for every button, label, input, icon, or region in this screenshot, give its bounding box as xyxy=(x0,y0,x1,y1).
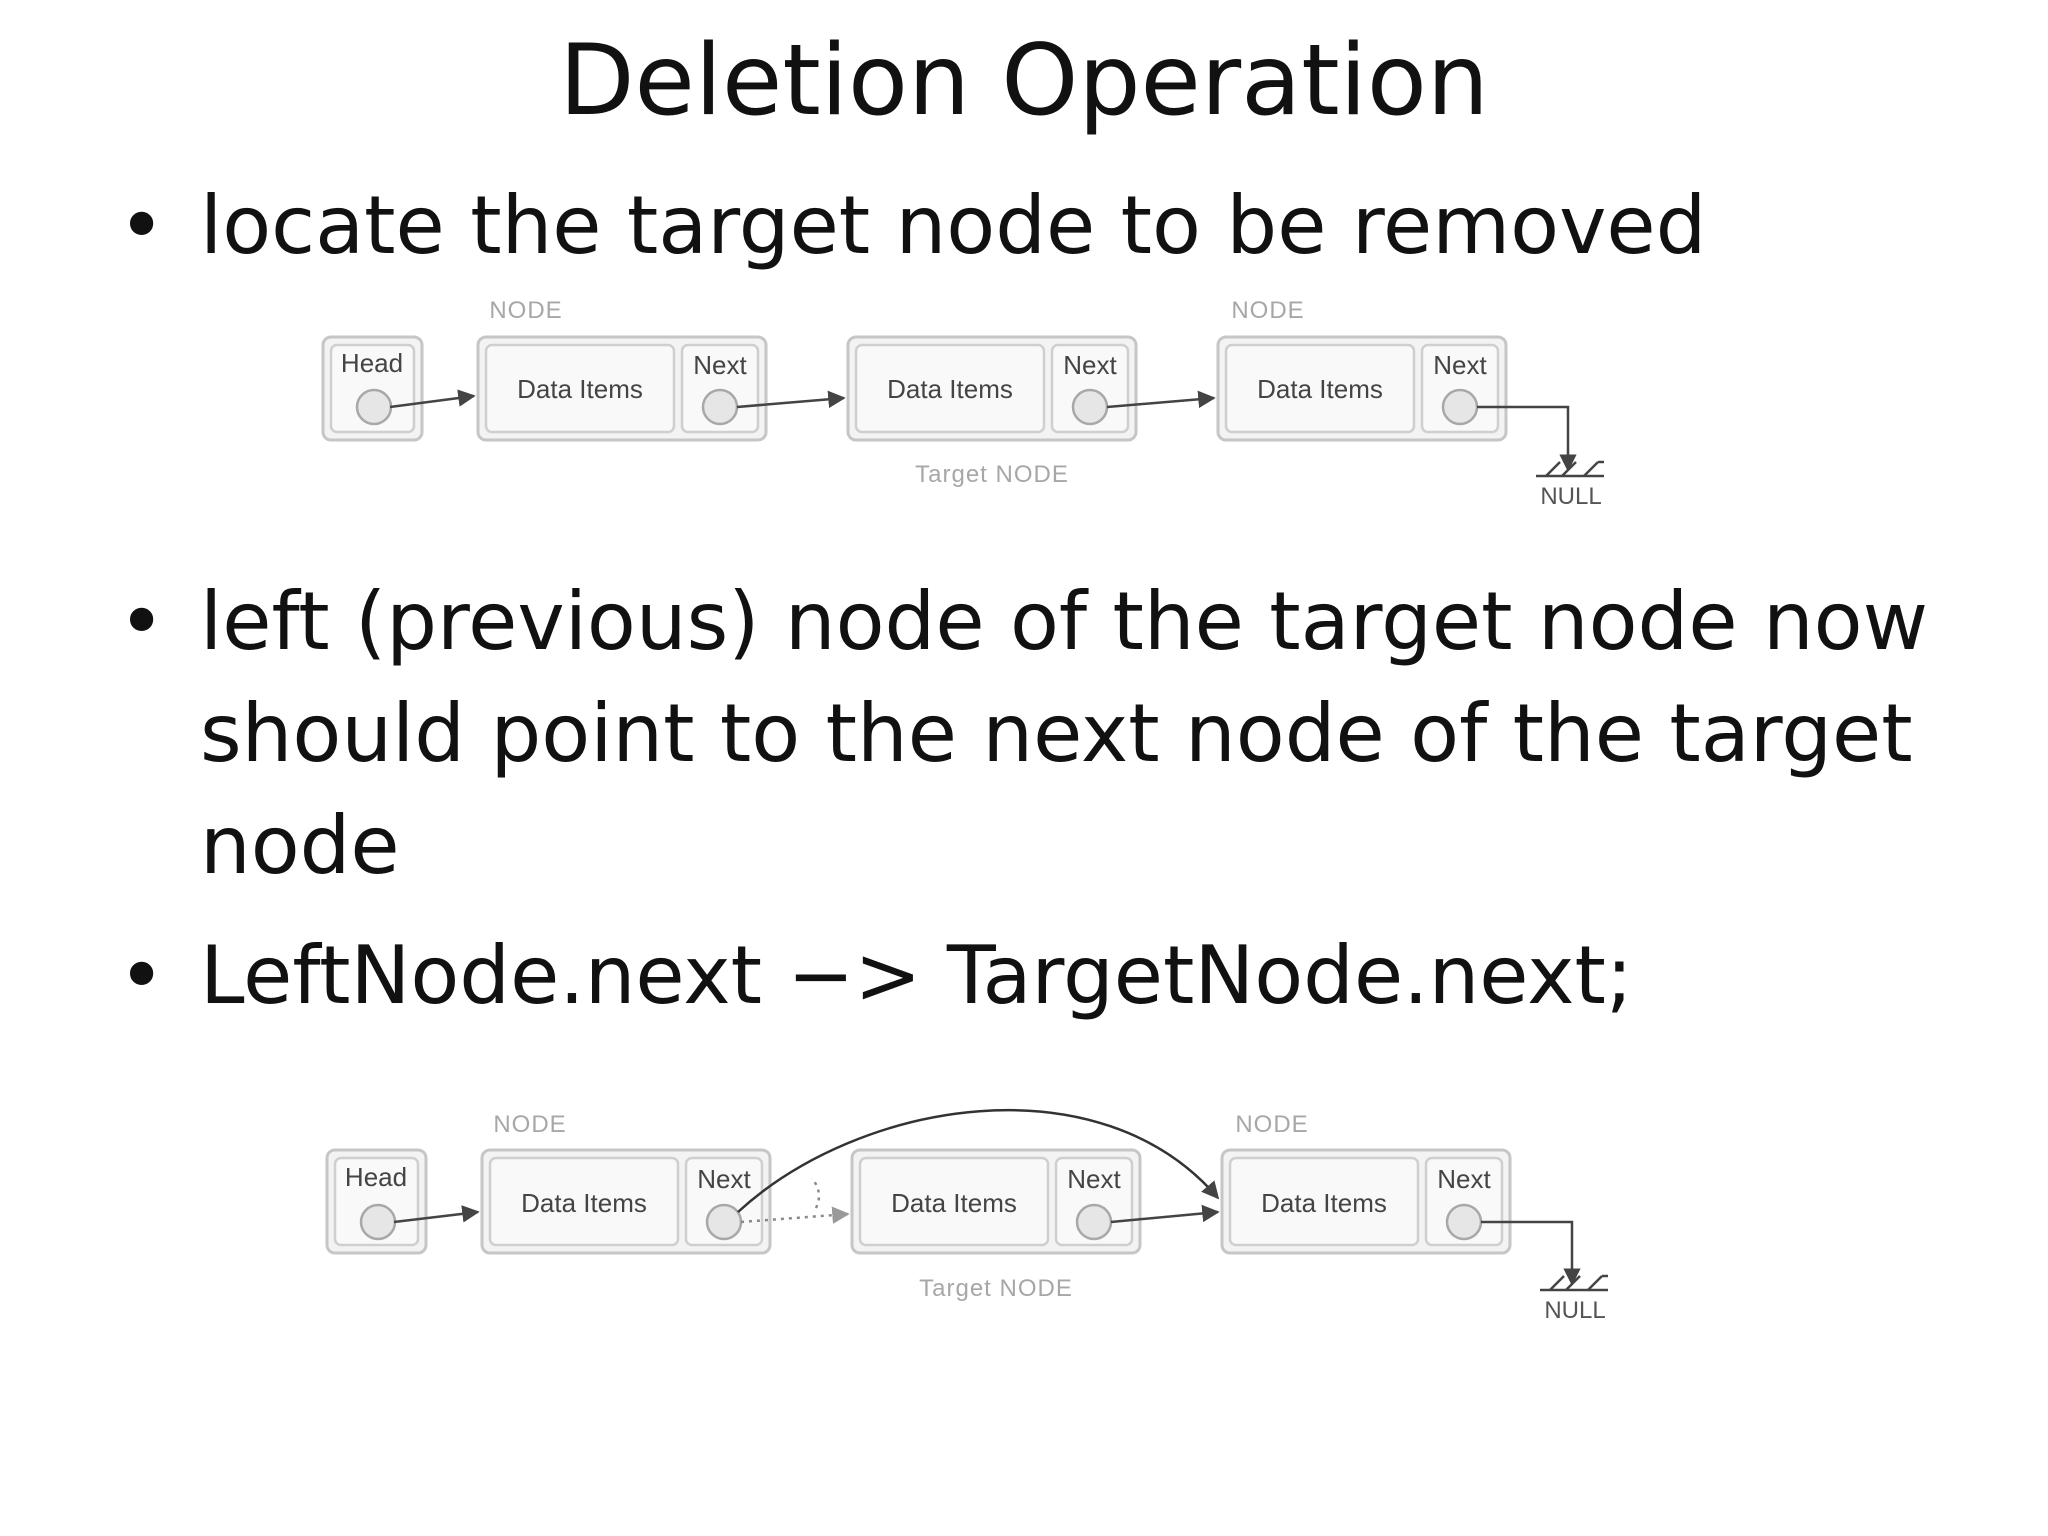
bullet-marker: • xyxy=(118,575,166,668)
linked-list-diagram-after: Head NODE Data Items Next Data Items Nex… xyxy=(325,1108,1608,1324)
node-1-data: Data Items xyxy=(517,374,643,404)
node-3-pointer xyxy=(1441,388,1479,426)
null-terminator: NULL xyxy=(1481,1220,1608,1324)
node-1-data: Data Items xyxy=(521,1188,647,1218)
bullet-text: locate the target node to be removed xyxy=(200,179,1707,272)
head-label: Head xyxy=(341,348,403,378)
node-1: NODE Data Items Next xyxy=(480,1111,772,1255)
null-terminator: NULL xyxy=(1477,405,1604,510)
node-1-label: NODE xyxy=(489,297,562,324)
linked-list-diagram-before: Head NODE Data Items Next Data Items Nex… xyxy=(321,297,1604,510)
old-link-removal-mark xyxy=(810,1177,821,1209)
old-link-dotted-arrow xyxy=(740,1206,850,1224)
bullet-text: left (previous) node of the target node … xyxy=(200,575,1929,892)
node-1-next: Next xyxy=(693,350,747,380)
node-2-target: Data Items Next Target NODE xyxy=(846,335,1138,488)
node-3: NODE Data Items Next xyxy=(1220,1111,1512,1255)
node-1: NODE Data Items Next xyxy=(476,297,768,442)
arrow-node-2-to-node-3 xyxy=(1110,1204,1220,1224)
bullet-marker: • xyxy=(118,179,166,272)
node-2-data: Data Items xyxy=(891,1188,1017,1218)
node-2-pointer xyxy=(1075,1203,1113,1241)
node-2-next: Next xyxy=(1067,1164,1121,1194)
node-2-pointer xyxy=(1071,388,1109,426)
null-label: NULL xyxy=(1544,1297,1605,1324)
node-1-label: NODE xyxy=(493,1111,566,1138)
node-1-pointer xyxy=(705,1203,743,1241)
node-3-label: NODE xyxy=(1231,297,1304,324)
null-label: NULL xyxy=(1540,483,1601,510)
node-2-next: Next xyxy=(1063,350,1117,380)
node-1-pointer xyxy=(701,388,739,426)
target-node-label: Target NODE xyxy=(915,461,1069,488)
node-3-next: Next xyxy=(1437,1164,1491,1194)
node-2-data: Data Items xyxy=(887,374,1013,404)
bullet-text: LeftNode.next −> TargetNode.next; xyxy=(200,929,1633,1022)
node-1-next: Next xyxy=(697,1164,751,1194)
head-label: Head xyxy=(345,1162,407,1192)
head-pointer xyxy=(359,1203,397,1241)
arrow-node-2-to-node-3 xyxy=(1106,390,1216,409)
node-3-pointer xyxy=(1445,1203,1483,1241)
head-box: Head xyxy=(325,1148,428,1255)
arrow-head-to-node-1 xyxy=(389,389,476,409)
slide-title: Deletion Operation xyxy=(559,24,1489,138)
node-3-next: Next xyxy=(1433,350,1487,380)
node-2-target: Data Items Next Target NODE xyxy=(850,1148,1142,1302)
arrow-node-1-to-node-2 xyxy=(736,390,846,409)
new-link-curved-arrow xyxy=(737,1108,1220,1213)
head-pointer xyxy=(355,388,393,426)
bullet-marker: • xyxy=(118,929,166,1022)
node-3-label: NODE xyxy=(1235,1111,1308,1138)
node-3-data: Data Items xyxy=(1261,1188,1387,1218)
arrow-head-to-node-1 xyxy=(393,1205,480,1224)
target-node-label: Target NODE xyxy=(919,1275,1073,1302)
node-3-data: Data Items xyxy=(1257,374,1383,404)
head-box: Head xyxy=(321,335,424,442)
node-3: NODE Data Items Next xyxy=(1216,297,1508,442)
